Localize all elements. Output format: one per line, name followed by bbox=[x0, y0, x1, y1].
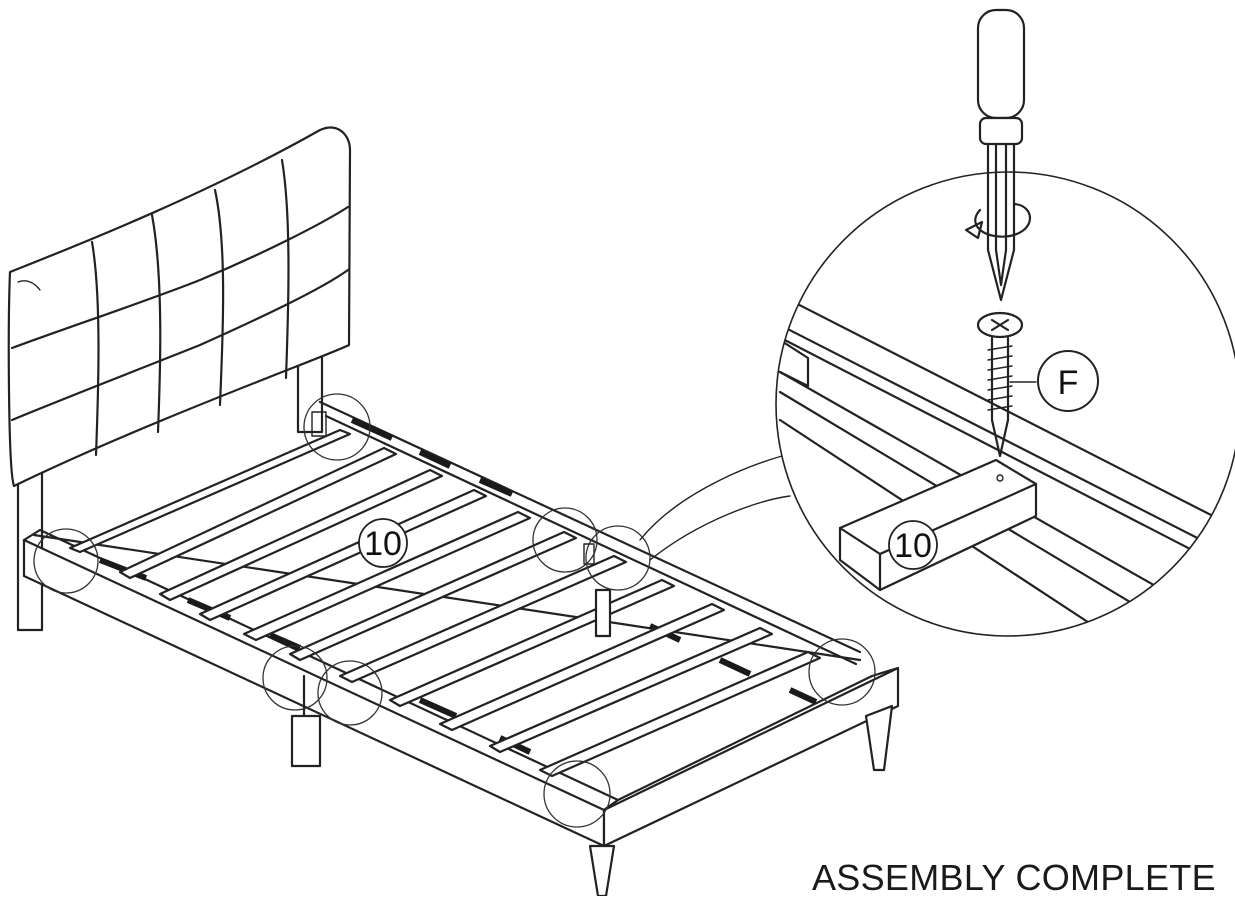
screw-icon bbox=[976, 311, 1037, 458]
center-leg bbox=[594, 588, 612, 638]
detail-slat bbox=[838, 458, 1038, 592]
slat bbox=[68, 428, 352, 554]
slat bbox=[118, 446, 398, 580]
slat bbox=[438, 602, 726, 732]
bed-frame bbox=[22, 400, 900, 848]
part-label-screw: F bbox=[1037, 350, 1099, 412]
slat bbox=[242, 510, 532, 642]
detail-magnifier: 10 bbox=[775, 171, 1235, 637]
headboard-panel bbox=[7, 126, 352, 488]
foot-rail bbox=[602, 666, 900, 848]
leader-line bbox=[639, 451, 799, 541]
slat bbox=[288, 530, 578, 662]
assembly-complete-caption: ASSEMBLY COMPLETE bbox=[812, 857, 1216, 898]
part-label-slat-text: 10 bbox=[364, 525, 402, 563]
part-label-slat: 10 bbox=[358, 518, 408, 568]
slat bbox=[538, 650, 822, 778]
part-label-screw-text: F bbox=[1058, 364, 1079, 402]
slat bbox=[158, 468, 444, 602]
slat bbox=[338, 554, 628, 684]
part-label-slat-detail-text: 10 bbox=[894, 527, 932, 565]
leader-line bbox=[649, 495, 791, 561]
legs bbox=[290, 588, 894, 896]
bed-leg bbox=[290, 714, 322, 768]
metal-bracket bbox=[311, 411, 327, 437]
connection-highlights bbox=[33, 393, 876, 828]
screwdriver-icon bbox=[964, 8, 1031, 302]
rotate-arrow-icon bbox=[974, 202, 1031, 238]
bed-leg bbox=[864, 704, 894, 772]
slats bbox=[68, 428, 822, 778]
headboard bbox=[7, 126, 352, 632]
slat bbox=[488, 626, 774, 754]
bed-leg bbox=[588, 844, 616, 896]
